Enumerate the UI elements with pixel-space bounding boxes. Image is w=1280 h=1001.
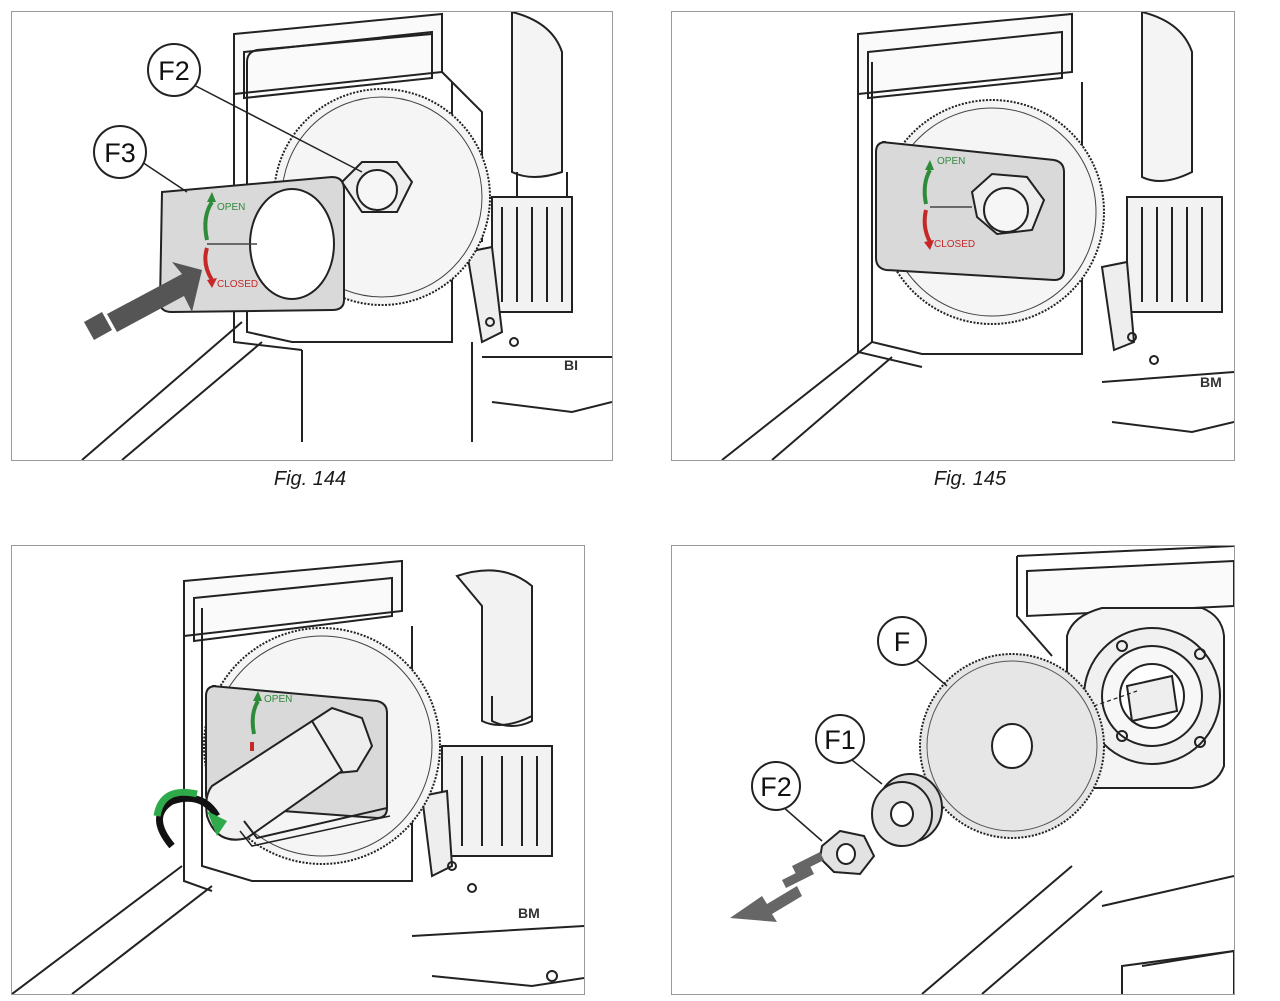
washer-f1	[871, 773, 943, 847]
figure-146-panel: BM OPEN	[11, 545, 585, 995]
nut-f2	[818, 829, 876, 876]
brand-label: BM	[1200, 374, 1222, 390]
rotate-arrow-icon	[153, 788, 227, 849]
figure-145-drawing: BM OPEN CLOSED	[721, 12, 1234, 460]
figure-147-panel: F F1 F2	[671, 545, 1235, 995]
key-plate-f3: OPEN CLOSED	[158, 175, 345, 314]
callout-f2-label: F2	[158, 56, 190, 86]
callout-f1: F1	[815, 714, 883, 785]
callout-f: F	[877, 616, 948, 687]
figure-144-caption: Fig. 144	[273, 468, 347, 490]
brand-label: BM	[518, 905, 540, 921]
brand-label: BI	[564, 357, 578, 373]
callout-f2-label: F2	[760, 772, 792, 802]
plate-open-label: OPEN	[264, 694, 292, 705]
plate-open-label: OPEN	[937, 156, 965, 167]
push-arrow-icon	[84, 262, 202, 340]
nut-f2	[340, 161, 414, 213]
figure-145-panel: BM OPEN CLOSED	[671, 11, 1235, 461]
socket-wrench	[205, 706, 391, 847]
callout-f3: F3	[93, 125, 188, 193]
plate-open-label: OPEN	[217, 202, 245, 213]
callout-f2: F2	[751, 761, 823, 842]
callout-f2: F2	[147, 43, 363, 173]
figure-144-drawing: BI OPEN CLOSED	[81, 12, 612, 460]
callout-f1-label: F1	[824, 725, 856, 755]
figure-146-drawing: BM OPEN	[12, 559, 584, 994]
callout-f3-label: F3	[104, 138, 136, 168]
callout-f-label: F	[894, 627, 911, 657]
plate-closed-label: CLOSED	[934, 239, 975, 250]
saw-blade-f	[919, 653, 1105, 839]
pull-arrow-icon	[730, 852, 824, 922]
figure-147-drawing: F F1 F2	[730, 546, 1234, 994]
key-plate-f3: OPEN CLOSED	[875, 141, 1065, 282]
plate-closed-label: CLOSED	[217, 279, 258, 290]
figure-145-caption: Fig. 145	[933, 468, 1007, 490]
figure-144-panel: BI OPEN CLOSED	[11, 11, 613, 461]
